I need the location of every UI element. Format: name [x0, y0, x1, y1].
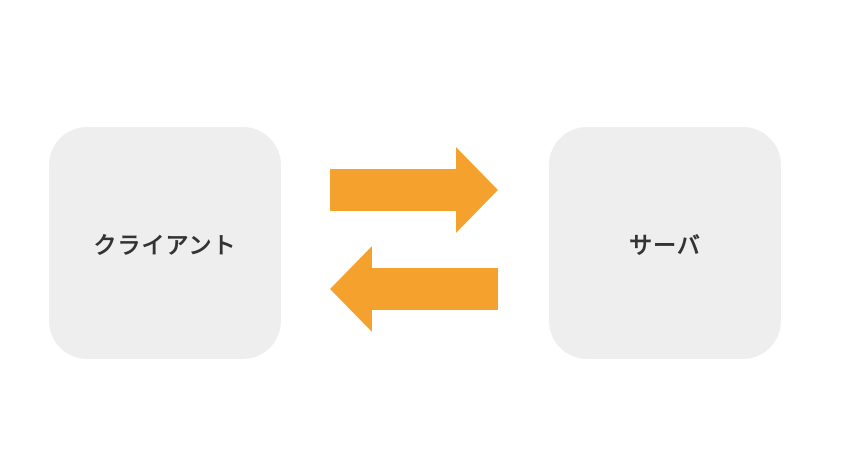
client-label: クライアント [93, 233, 237, 259]
request-arrow-shape [330, 147, 498, 233]
client-node: クライアント [49, 127, 281, 359]
response-arrow-shape [330, 246, 498, 332]
server-label: サーバ [629, 233, 701, 259]
response-arrow-left [330, 246, 498, 332]
server-node: サーバ [549, 127, 781, 359]
request-arrow-right [330, 147, 498, 233]
